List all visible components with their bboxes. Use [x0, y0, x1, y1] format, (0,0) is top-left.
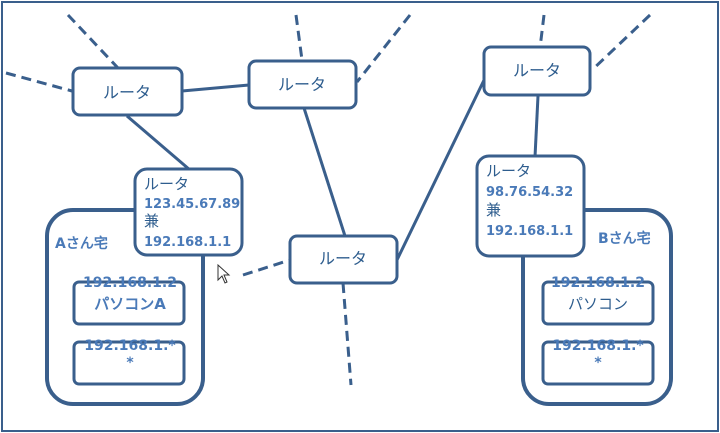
dash-center-left	[242, 258, 291, 277]
pc-b2-ip: 192.168.1.*	[552, 338, 644, 354]
pc-a1-ip: 192.168.1.2	[83, 275, 177, 291]
gateway-a: ルータ 123.45.67.89 兼 192.168.1.1	[133, 167, 244, 257]
dash-topleft-up	[66, 13, 120, 70]
gateway-a-label: ルータ	[144, 175, 189, 193]
pc-b1-box	[541, 280, 655, 326]
pc-a2-box	[72, 340, 186, 386]
router-label: ルータ	[278, 75, 326, 94]
home-b-title: Bさん宅	[598, 230, 651, 247]
router-box	[71, 66, 184, 117]
gateway-a-and: 兼	[144, 212, 159, 230]
gateway-b-and: 兼	[486, 201, 501, 219]
router-box	[247, 59, 358, 110]
link-center-topright	[394, 75, 488, 263]
gateway-b-box	[475, 154, 586, 258]
gateway-b: ルータ 98.76.54.32 兼 192.168.1.1	[475, 154, 586, 258]
pc-a2-ip: 192.168.1.*	[84, 338, 176, 354]
gateway-a-lan-ip: 192.168.1.1	[144, 235, 231, 250]
link-topleft-topcenter	[181, 83, 250, 93]
gateway-b-lan-ip: 192.168.1.1	[486, 224, 573, 239]
dashed-links	[5, 13, 652, 386]
link-topcenter-center	[302, 107, 347, 237]
gateway-b-wan-ip: 98.76.54.32	[486, 185, 573, 200]
home-a: Aさん宅 192.168.1.2 パソコンA 192.168.1.* *	[45, 208, 205, 406]
dash-topright-up	[538, 14, 546, 49]
home-b: Bさん宅 192.168.1.2 パソコン 192.168.1.* *	[521, 208, 673, 406]
gateway-a-box	[133, 167, 244, 257]
pc-b1-name: パソコン	[568, 295, 628, 313]
router-top-left: ルータ	[71, 66, 184, 117]
pc-b2-sub: *	[594, 355, 602, 371]
link-topleft-gatewaya	[126, 114, 191, 172]
pc-b2-box	[541, 340, 655, 386]
gateway-a-wan-ip: 123.45.67.89	[144, 197, 240, 212]
link-topright-gatewayb	[533, 95, 540, 158]
router-box	[482, 45, 592, 97]
router-label: ルータ	[319, 249, 367, 268]
pc-b1-ip: 192.168.1.2	[551, 275, 645, 291]
router-top-center: ルータ	[247, 59, 358, 110]
connections	[126, 75, 540, 263]
gateway-b-label: ルータ	[486, 162, 531, 180]
pc-a1-box	[72, 280, 186, 326]
router-label: ルータ	[513, 61, 561, 80]
router-center: ルータ	[288, 234, 399, 285]
pc-a2-sub: *	[126, 355, 134, 371]
router-top-right: ルータ	[482, 45, 592, 97]
dash-topcenter-up	[294, 14, 304, 61]
router-label: ルータ	[103, 83, 151, 102]
dash-center-down	[341, 282, 353, 386]
home-a-title: Aさん宅	[55, 235, 108, 252]
router-box	[288, 234, 399, 285]
dash-topright-right	[590, 13, 652, 72]
mouse-pointer-icon	[217, 263, 231, 284]
dash-topleft-left	[5, 71, 73, 93]
dash-topcenter-right	[355, 14, 412, 83]
pc-a1-name: パソコンA	[94, 295, 166, 313]
